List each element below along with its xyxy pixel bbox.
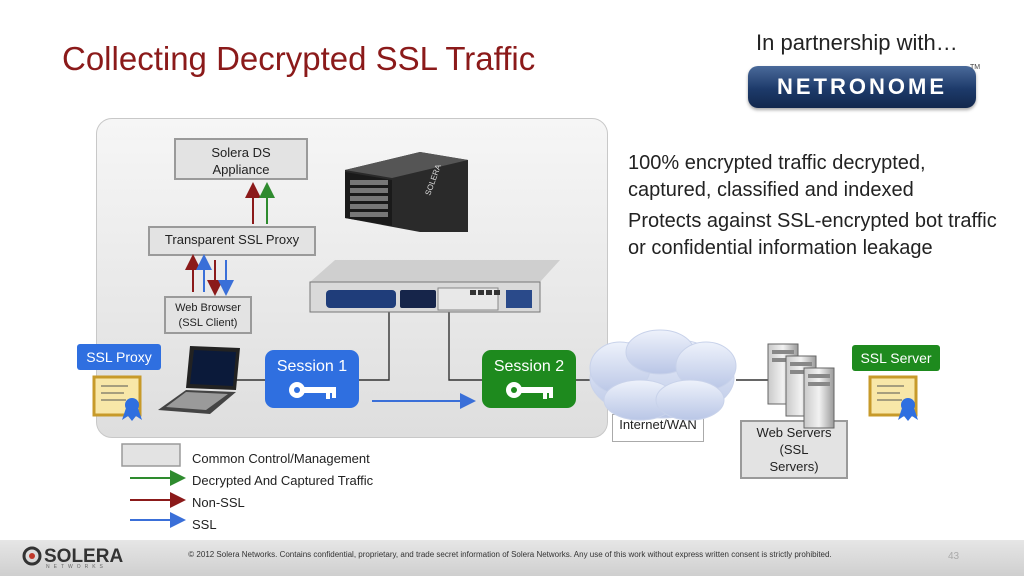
bullet-decrypted: 100% encrypted traffic decrypted, captur… [628, 152, 926, 201]
legend-label-decrypted: Decrypted And Captured Traffic [192, 473, 374, 488]
ssl-proxy-badge: SSL Proxy [77, 344, 161, 370]
page-number: 43 [948, 551, 960, 562]
solera-logo-text: SOLERA [44, 546, 124, 567]
session-2-label: Session 2 [493, 358, 565, 375]
ssl-server-badge: SSL Server [852, 345, 940, 371]
footer-bar [0, 540, 1024, 576]
slide-title: Collecting Decrypted SSL Traffic [62, 40, 536, 77]
key-icon-session-2 [506, 382, 553, 399]
web-servers-icon [767, 343, 835, 429]
key-icon-session-1 [289, 382, 336, 399]
proxy-browser-arrows [185, 254, 234, 296]
certificate-icon-right [868, 375, 918, 421]
feature-bullets: 100% encrypted traffic decrypted, captur… [628, 150, 1008, 266]
appliance-proxy-arrows [245, 182, 275, 224]
network-lines [236, 312, 770, 381]
web-browser-box: Web Browser (SSL Client) [164, 296, 252, 334]
session-1-label: Session 1 [276, 358, 348, 375]
copyright-notice: © 2012 Solera Networks. Contains confide… [188, 550, 832, 559]
partnership-text: In partnership with… [756, 30, 958, 55]
solera-logo-subtext: NETWORKS [46, 564, 107, 570]
legend-label-ssl: SSL [192, 517, 217, 532]
solera-ds-appliance-box: Solera DS Appliance [174, 138, 308, 180]
session-2-box: Session 2 [482, 350, 576, 408]
legend-label-nonssl: Non-SSL [192, 495, 245, 510]
legend-box-swatch [121, 443, 181, 467]
netronome-logo: NETRONOME [748, 66, 976, 108]
certificate-icon-left [92, 375, 142, 421]
bullet-protects: Protects against SSL-encrypted bot traff… [628, 210, 997, 259]
netronome-appliance-image [309, 260, 560, 313]
web-servers-label: Web Servers (SSL Servers) [740, 420, 848, 479]
session-1-box: Session 1 [265, 350, 359, 408]
internet-cloud-icon [589, 329, 737, 421]
legend-label-control: Common Control/Management [192, 451, 370, 466]
solera-server-image: SOLERA [345, 152, 468, 232]
trademark-mark: TM [970, 64, 981, 71]
diagram-graphics: SOLERA [92, 152, 918, 528]
laptop-icon [158, 346, 240, 414]
solera-logo-icon [22, 546, 42, 566]
legend-graphics [121, 443, 186, 528]
transparent-ssl-proxy-box: Transparent SSL Proxy [148, 226, 316, 256]
